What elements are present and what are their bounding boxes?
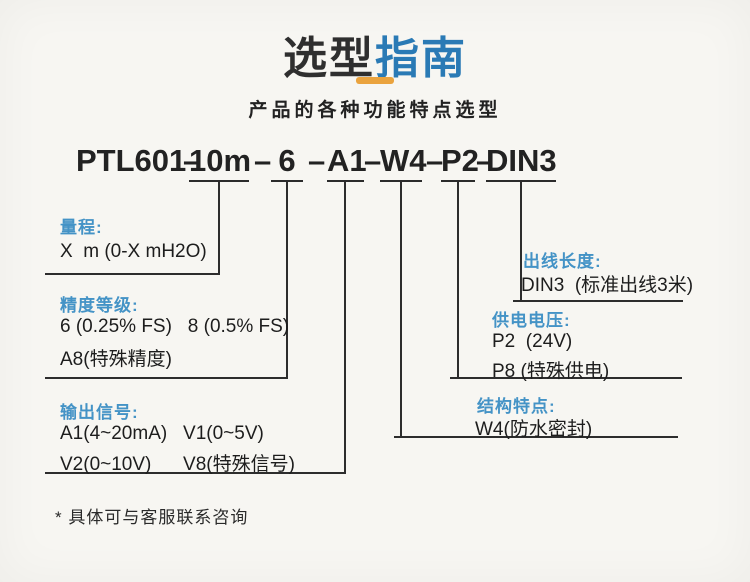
model-code-range: 10m — [189, 145, 251, 182]
range-label: 量程: — [60, 218, 103, 237]
footnote: * 具体可与客服联系咨询 — [55, 508, 249, 527]
connector-accuracy-vertical — [286, 182, 288, 379]
structure-label: 结构特点: — [477, 397, 556, 416]
page-title-blue: 指南 — [375, 34, 467, 83]
power-supply-values: P8 (特殊供电) — [492, 361, 610, 382]
accuracy-values: 6 (0.25% FS) 8 (0.5% FS) — [60, 316, 290, 337]
page-title-dark: 选型 — [283, 34, 375, 83]
structure-value: W4(防水密封) — [475, 419, 593, 440]
model-code-cable: DIN3 — [486, 145, 557, 182]
output-signal-values: A1(4~20mA) V1(0~5V) — [60, 423, 264, 444]
model-separator: – — [308, 143, 326, 178]
connector-range-horizontal — [45, 273, 220, 275]
model-separator: – — [476, 143, 494, 178]
connector-output-horizontal — [45, 472, 346, 474]
cable-length-label: 出线长度: — [523, 252, 602, 271]
page-title: 选型指南 — [0, 22, 750, 86]
title-accent-bar — [356, 77, 394, 84]
cable-length-value: DIN3 (标准出线3米) — [521, 275, 694, 296]
accuracy-values: A8(特殊精度) — [60, 349, 172, 370]
connector-range-vertical — [218, 182, 220, 275]
output-signal-label: 输出信号: — [60, 403, 139, 422]
power-supply-label: 供电电压: — [492, 311, 571, 330]
model-prefix: PTL601 — [76, 143, 187, 178]
output-signal-values: V2(0~10V) V8(特殊信号) — [60, 454, 295, 475]
connector-power-vertical — [457, 182, 459, 379]
model-separator: – — [364, 143, 382, 178]
connector-accuracy-horizontal — [45, 377, 288, 379]
model-code-accuracy: 6 — [271, 145, 303, 182]
connector-power-horizontal — [450, 377, 682, 379]
accuracy-label: 精度等级: — [60, 296, 139, 315]
power-supply-values: P2 (24V) — [492, 331, 573, 352]
connector-cable-horizontal — [513, 300, 683, 302]
connector-cable-vertical — [520, 182, 522, 302]
page-subtitle: 产品的各种功能特点选型 — [248, 100, 502, 121]
model-separator: – — [426, 143, 444, 178]
model-code-structure: W4 — [380, 145, 427, 182]
model-separator: – — [254, 143, 272, 178]
connector-output-vertical — [344, 182, 346, 474]
model-code-output: A1 — [327, 145, 367, 182]
model-separator: – — [183, 143, 201, 178]
model-code-power: P2 — [441, 145, 479, 182]
range-value: X m (0-X mH2O) — [60, 241, 207, 262]
connector-structure-horizontal — [394, 436, 678, 438]
connector-structure-vertical — [400, 182, 402, 438]
